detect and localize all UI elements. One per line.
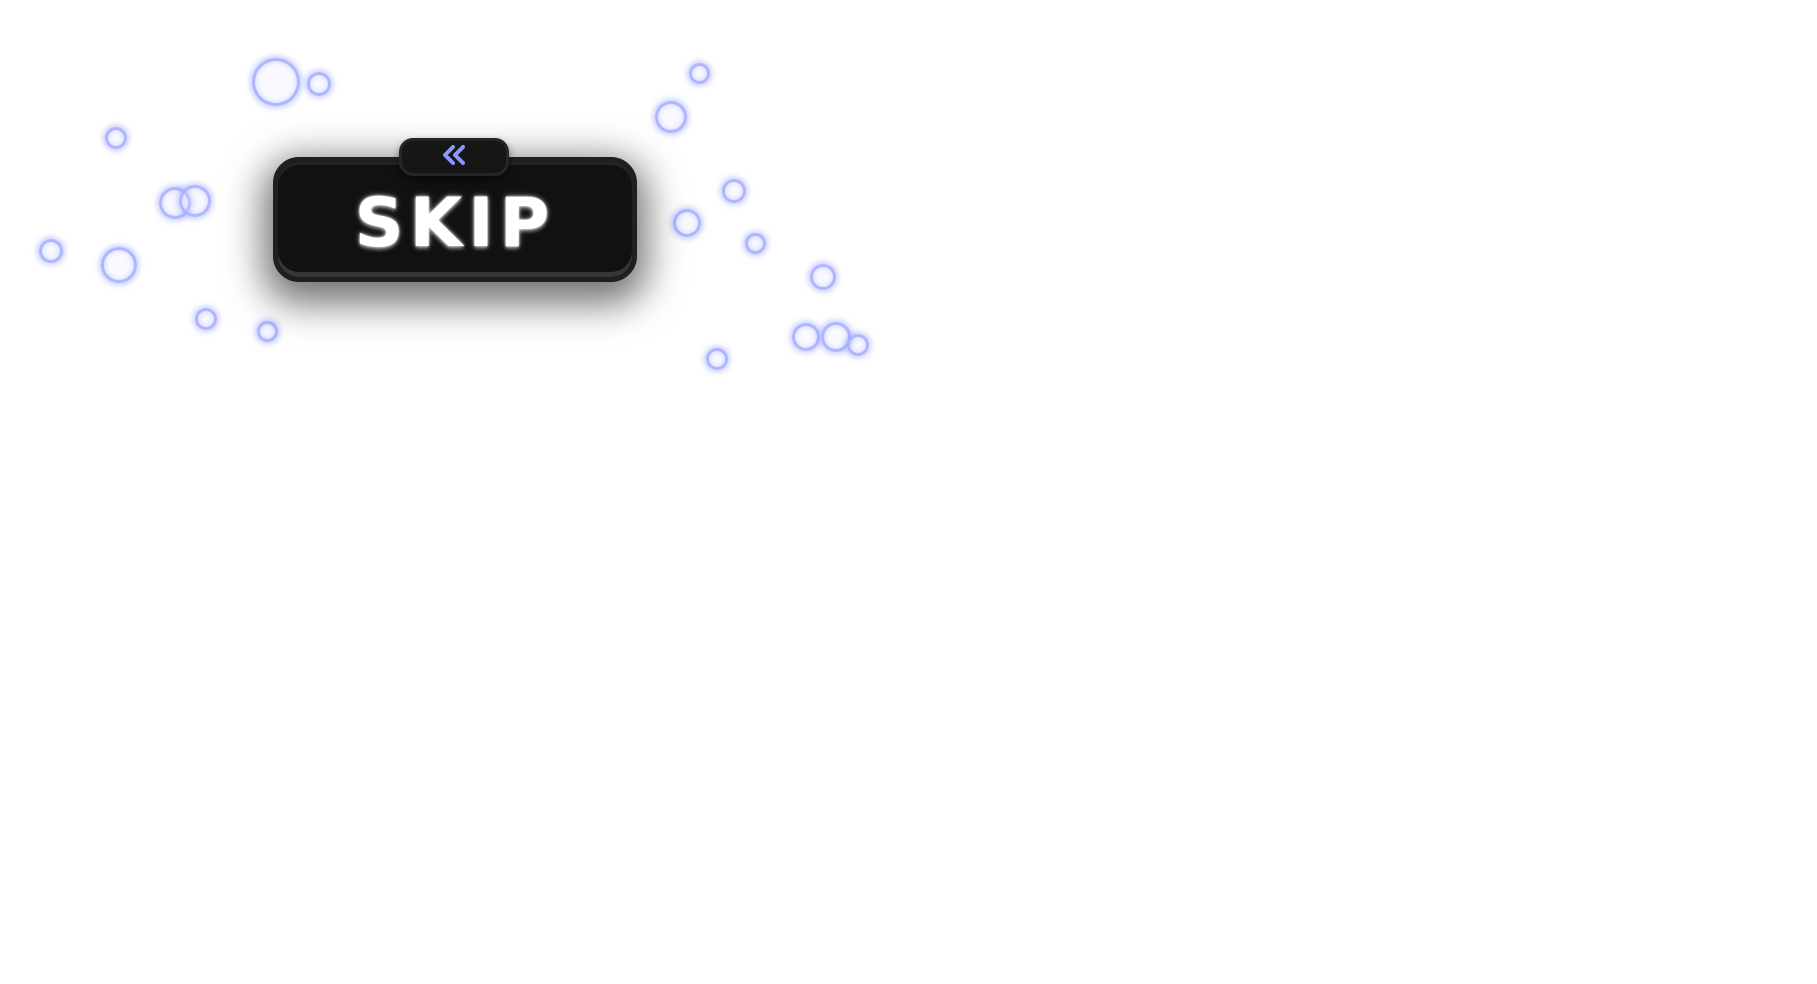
bubble-decoration [689,63,710,84]
skip-button-label: SKIP [354,184,556,263]
bubble-decoration [722,179,746,203]
bubble-decoration [252,58,300,106]
bubble-decoration [105,127,127,149]
bubble-decoration [745,233,766,254]
bubble-decoration [673,209,701,237]
bubble-decoration [810,264,836,290]
bubble-decoration [307,72,331,96]
bubble-decoration [257,321,278,342]
bubble-decoration [655,101,687,133]
bubble-decoration [792,323,820,351]
bubble-decoration [179,185,211,217]
bubble-decoration [706,348,728,370]
bubble-decoration [101,247,137,283]
bubble-decoration [39,239,63,263]
bubble-decoration [847,334,869,356]
skip-tab[interactable] [399,138,509,176]
bubble-decoration [195,308,217,330]
skip-button[interactable]: SKIP [273,157,637,282]
double-chevron-left-icon [439,143,469,171]
